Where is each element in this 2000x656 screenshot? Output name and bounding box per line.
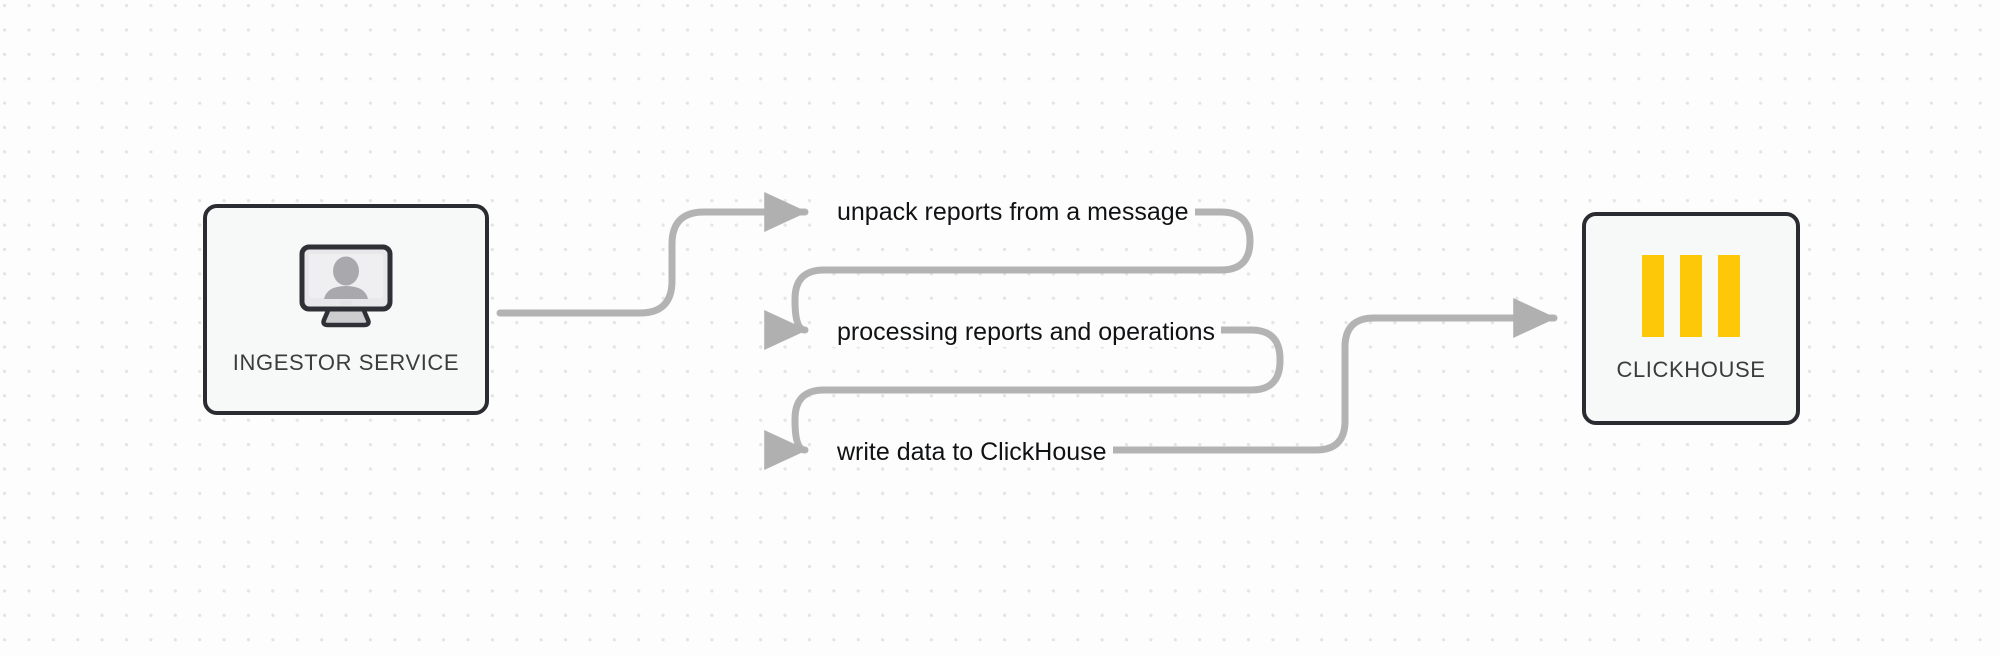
node-clickhouse-label: CLICKHOUSE <box>1616 356 1766 382</box>
edge-path-unpack-to-processing <box>764 208 1254 350</box>
edge-path-ingestor-to-unpack <box>496 192 809 317</box>
edge-path-processing-to-write <box>764 326 1284 470</box>
clickhouse-bar <box>1718 254 1740 337</box>
node-clickhouse[interactable]: CLICKHOUSE <box>1582 212 1800 425</box>
edge-path-write-to-clickhouse <box>1091 298 1558 454</box>
node-ingestor-service-label: INGESTOR SERVICE <box>232 349 460 375</box>
clickhouse-bar <box>1680 254 1702 337</box>
clickhouse-logo-icon <box>1642 254 1740 337</box>
edge-label-unpack: unpack reports from a message <box>831 198 1195 227</box>
clickhouse-bar <box>1642 254 1664 337</box>
edge-label-processing: processing reports and operations <box>831 318 1222 347</box>
edge-label-write: write data to ClickHouse <box>831 438 1113 467</box>
monitor-user-icon <box>290 244 402 330</box>
node-ingestor-service[interactable]: INGESTOR SERVICE <box>203 204 489 415</box>
